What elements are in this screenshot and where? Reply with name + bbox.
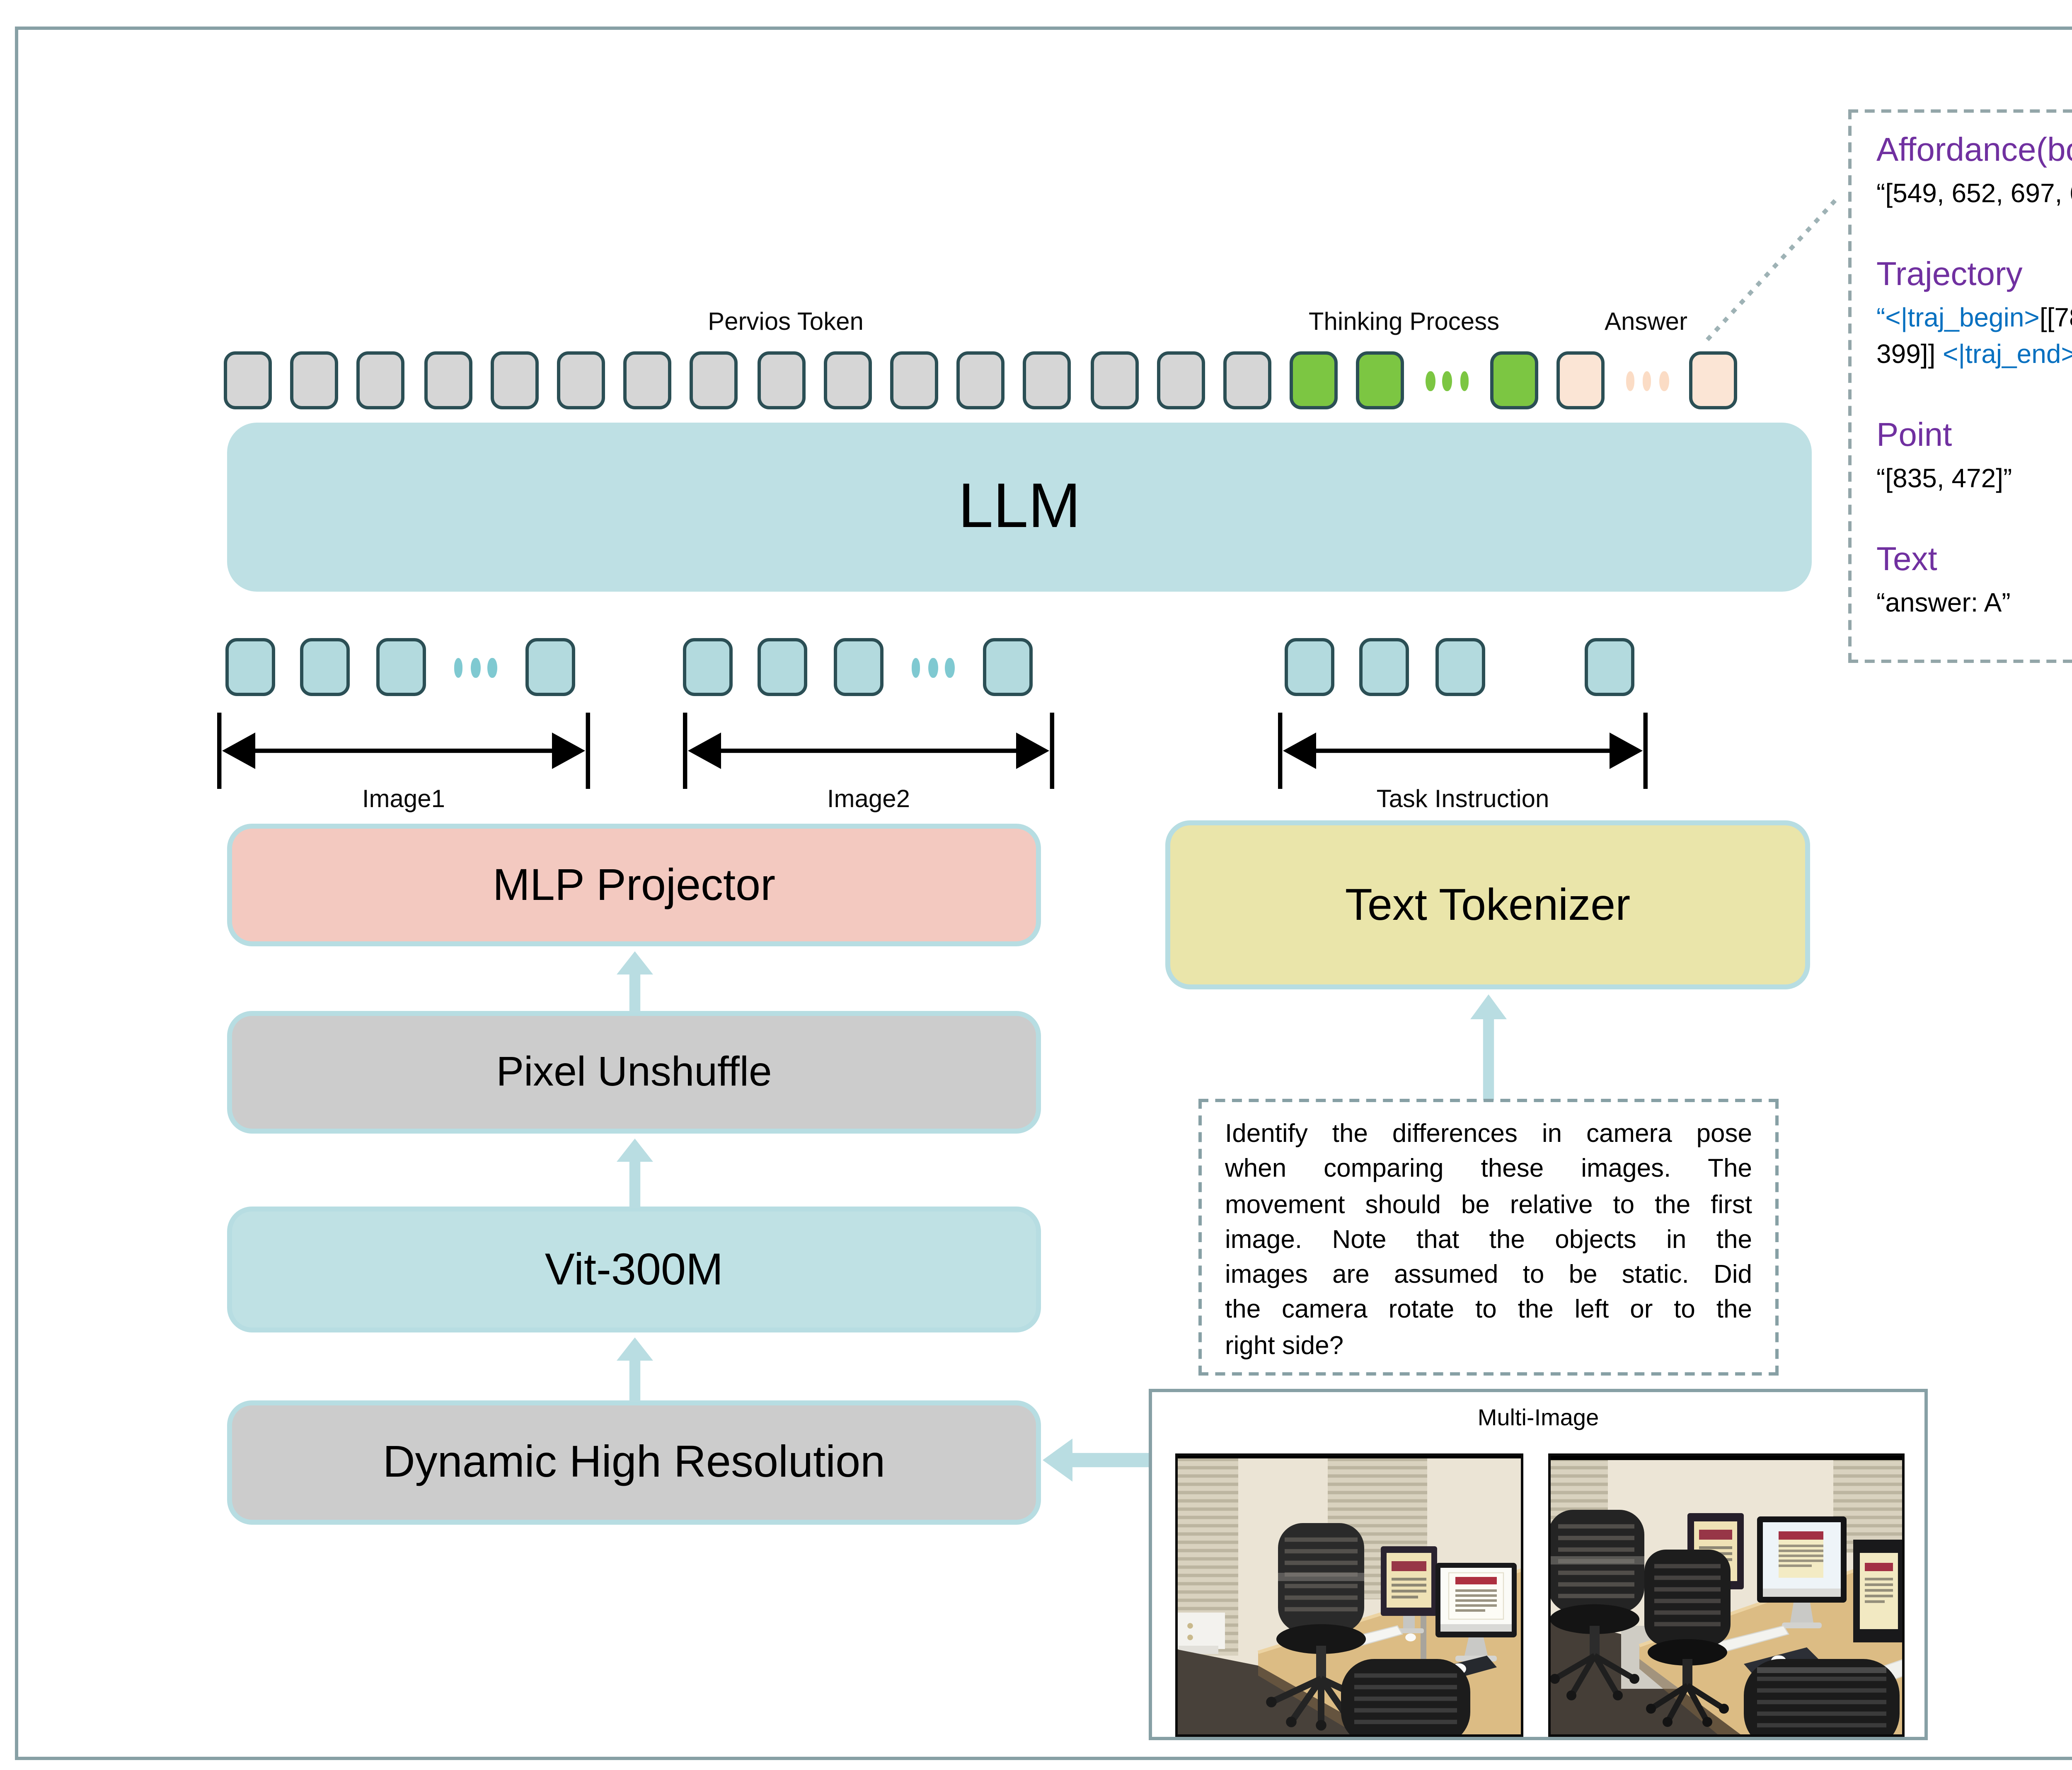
gray-token: [690, 351, 738, 409]
office-chair-foreground: [1341, 1659, 1470, 1737]
callout-section-value: “answer: A”: [1876, 590, 2011, 618]
office-photo-1: [1175, 1453, 1523, 1737]
teal-token: [983, 638, 1033, 696]
teal-token: [225, 638, 275, 696]
gray-token: [823, 351, 872, 409]
instruction-text-line: image. Note that the objects in the: [1225, 1226, 1752, 1255]
vit-block: Vit-300M: [227, 1207, 1041, 1332]
gray-token: [357, 351, 405, 409]
gray-token: [956, 351, 1005, 409]
text-tokenizer-block: Text Tokenizer: [1165, 820, 1810, 989]
callout-section-value: “[835, 472]”: [1876, 466, 2012, 494]
ellipsis-dots: [911, 658, 955, 678]
task-span-arrow: [1278, 713, 1648, 789]
flow-arrow-pu-to-mlp: [617, 951, 653, 1013]
gray-token: [623, 351, 672, 409]
task-instruction-label: Task Instruction: [1376, 786, 1549, 814]
callout-section-title: Point: [1876, 418, 1952, 454]
flow-arrow-vit-to-pu: [617, 1139, 653, 1208]
instruction-text-line: right side?: [1225, 1332, 1344, 1361]
office-photo-2: [1548, 1453, 1905, 1737]
teal-token: [300, 638, 351, 696]
gray-token: [1090, 351, 1138, 409]
thinking-process-label: Thinking Process: [1308, 308, 1500, 336]
pixel-unshuffle-block: Pixel Unshuffle: [227, 1011, 1041, 1134]
office-chair-foreground: [1744, 1659, 1900, 1737]
gray-token: [1223, 351, 1271, 409]
instruction-text-line: movement should be relative to the first: [1225, 1191, 1752, 1219]
ellipsis-dots: [454, 658, 497, 678]
answer-label: Answer: [1604, 308, 1688, 336]
callout-section-title: Trajectory: [1876, 257, 2023, 293]
monitor-poster: [1381, 1546, 1437, 1633]
flow-arrow-instruction-to-tokenizer: [1470, 994, 1507, 1100]
teal-token: [683, 638, 733, 696]
task-instruction-tokens: [0, 638, 2072, 696]
flow-arrow-dhr-to-vit: [617, 1337, 653, 1402]
image2-label: Image2: [827, 786, 910, 814]
green-token: [1290, 351, 1338, 409]
gray-token: [557, 351, 605, 409]
gray-token: [490, 351, 539, 409]
teal-token: [758, 638, 808, 696]
output-token-sequence: [0, 351, 2072, 409]
multi-image-box: Multi-Image: [1149, 1389, 1928, 1740]
flow-arrow-multiimage-to-dhr: [1043, 1439, 1152, 1482]
image1-label: Image1: [362, 786, 445, 814]
gray-token: [890, 351, 938, 409]
teal-token: [1435, 638, 1485, 696]
gray-token: [1157, 351, 1205, 409]
teal-token: [1585, 638, 1635, 696]
teal-token: [525, 638, 576, 696]
llm-block: LLM: [227, 423, 1812, 592]
instruction-text-line: Identify the differences in camera pose: [1225, 1120, 1752, 1149]
monitor-bright: [1435, 1563, 1517, 1661]
gray-token: [424, 351, 472, 409]
monitor-right-edge: [1853, 1540, 1905, 1642]
previous-token-label: Pervios Token: [708, 308, 864, 336]
ellipsis-dots: [1426, 371, 1469, 391]
callout-section-value: “[549, 652, 697, 698]”: [1876, 181, 2072, 209]
monitor-bright: [1757, 1516, 1847, 1628]
callout-section-title: Text: [1876, 542, 1937, 578]
multi-image-label: Multi-Image: [1477, 1404, 1599, 1430]
image2-tokens: [0, 638, 2072, 696]
task-instruction-box: Identify the differences in camera pose w…: [1198, 1099, 1779, 1376]
image1-tokens: [0, 638, 2072, 696]
office-chair-back: [1266, 1523, 1376, 1731]
peach-token: [1556, 351, 1605, 409]
teal-token: [1360, 638, 1410, 696]
callout-section-value: “<|traj_begin>[[780, 215], ..., [789, 39…: [1876, 305, 2072, 370]
office-chair-left: [1548, 1510, 1644, 1700]
teal-token: [375, 638, 426, 696]
input-embedding-row: [0, 638, 2072, 696]
callout-section-title: Affordance(box): [1876, 133, 2072, 169]
image2-span-arrow: [683, 713, 1054, 789]
instruction-text-line: the camera rotate to the left or to the: [1225, 1296, 1752, 1325]
teal-token: [833, 638, 883, 696]
page-border: [15, 27, 2072, 1760]
gray-token: [1023, 351, 1072, 409]
teal-token: [1285, 638, 1334, 696]
dynamic-high-resolution-block: Dynamic High Resolution: [227, 1400, 1041, 1525]
gray-token: [290, 351, 339, 409]
output-format-callout: Affordance(box) “[549, 652, 697, 698]” Tra…: [1848, 109, 2072, 663]
office-chair-center: [1644, 1550, 1731, 1727]
gray-token: [224, 351, 272, 409]
instruction-text-line: images are assumed to be static. Did: [1225, 1261, 1752, 1290]
ellipsis-dots: [1625, 371, 1669, 391]
green-token: [1356, 351, 1405, 409]
callout-connector: [1706, 197, 1838, 341]
mlp-projector-block: MLP Projector: [227, 824, 1041, 946]
instruction-text-line: when comparing these images. The: [1225, 1156, 1752, 1184]
green-token: [1490, 351, 1538, 409]
peach-token: [1690, 351, 1738, 409]
image1-span-arrow: [217, 713, 590, 789]
gray-token: [757, 351, 805, 409]
